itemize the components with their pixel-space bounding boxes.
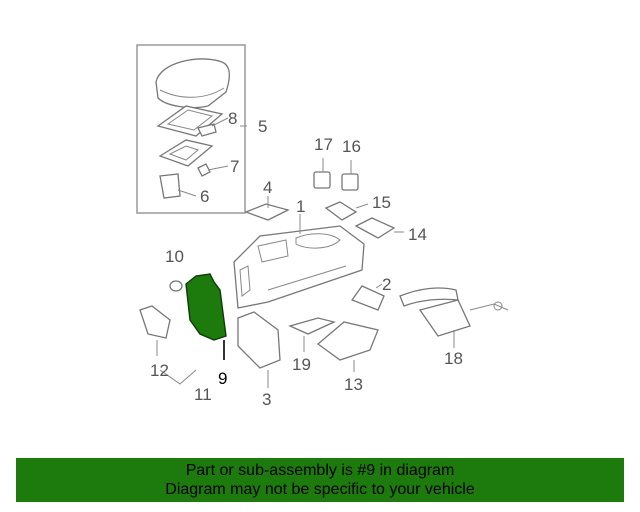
part-10-cap: [169, 280, 183, 292]
part-4-pad: [244, 203, 290, 221]
part-13-frame: [316, 321, 379, 361]
part-19-piece: [288, 317, 336, 335]
label-12: 12: [150, 361, 169, 380]
banner-line-2: Diagram may not be specific to your vehi…: [165, 481, 475, 498]
part-18-handbrake: [399, 287, 509, 337]
label-16: 16: [342, 137, 361, 156]
hinge-plate: [158, 139, 214, 167]
label-8: 8: [228, 109, 237, 128]
part-15-panel: [324, 201, 358, 221]
label-3: 3: [262, 390, 271, 409]
part-12-trim: [139, 305, 171, 339]
label-13: 13: [344, 375, 363, 394]
label-15: 15: [372, 193, 391, 212]
part-8-tray: [156, 105, 224, 137]
part-16-button: [341, 173, 359, 191]
label-1: 1: [296, 197, 305, 216]
part-17-button: [313, 171, 331, 189]
part-6-clip: [159, 173, 181, 199]
label-4: 4: [263, 178, 272, 197]
part-2-bracket: [350, 285, 385, 311]
label-19: 19: [292, 355, 311, 374]
armrest-lid: [155, 58, 230, 109]
part-3-bracket: [237, 311, 281, 369]
label-5: 5: [258, 117, 267, 136]
label-10: 10: [165, 247, 184, 266]
label-11: 11: [194, 385, 212, 404]
part-7-screw: [197, 163, 211, 177]
info-banner: Part or sub-assembly is #9 in diagram Di…: [16, 458, 624, 502]
label-7: 7: [230, 157, 239, 176]
part-1-console: [233, 225, 365, 309]
part-9-bracket: [185, 273, 227, 341]
label-18: 18: [444, 349, 463, 368]
banner-line-1: Part or sub-assembly is #9 in diagram: [185, 462, 455, 479]
label-14: 14: [408, 225, 427, 244]
label-9: 9: [218, 369, 227, 388]
part-14-panel: [354, 217, 396, 239]
label-2: 2: [382, 275, 391, 294]
part-8-latch: [197, 123, 217, 137]
label-17: 17: [314, 135, 333, 154]
label-6: 6: [200, 187, 209, 206]
parts-diagram: 1 2 3 4 5 6 7 8 9 10 11 12 13 14 15 16 1…: [136, 44, 509, 409]
